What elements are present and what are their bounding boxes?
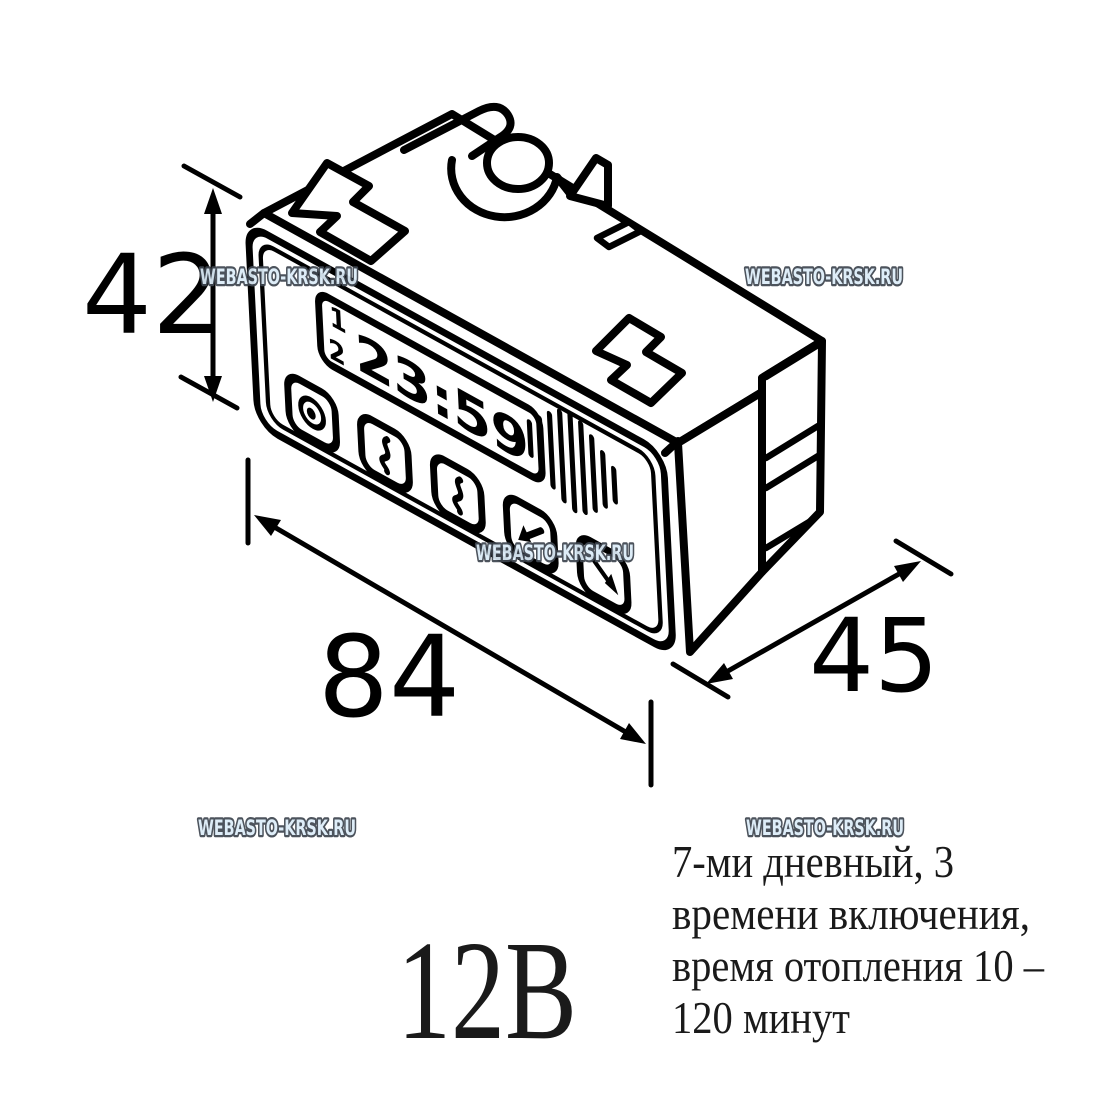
arrow-right-icon — [589, 555, 610, 583]
clamp-bracket — [400, 102, 515, 160]
description-line-4: 120 минут — [672, 992, 850, 1043]
clock-dot-icon — [306, 407, 316, 420]
side-face — [674, 388, 766, 656]
front-panel: 1 2 23:59 — [245, 227, 676, 651]
watermark-center: WEBASTO-KRSK.RU — [476, 541, 634, 565]
watermark-top-right: WEBASTO-KRSK.RU — [745, 265, 903, 289]
watermark-top-left: WEBASTO-KRSK.RU — [200, 265, 358, 289]
button-heat-2 — [429, 454, 486, 534]
speaker-grille — [526, 408, 618, 516]
front-panel-bezel — [258, 244, 663, 634]
arrow-right-head — [604, 573, 619, 596]
mounting-clip-right — [592, 314, 686, 407]
arrow-left-head — [518, 525, 532, 543]
button-heat-1 — [357, 414, 413, 493]
display-preset-2: 2 — [328, 331, 347, 373]
flame-icon — [452, 476, 464, 516]
description-line-2: времени включения, — [672, 888, 1030, 939]
clamp-arc — [447, 156, 576, 222]
flange-rim — [246, 209, 268, 228]
voltage-label: 12В — [397, 911, 577, 1069]
button-back — [502, 494, 559, 574]
connector-pins — [762, 341, 822, 552]
top-tab — [593, 218, 645, 251]
dim-depth-label: 45 — [809, 597, 939, 716]
dim-width-label: 84 — [318, 613, 461, 743]
cylinder-boss — [483, 133, 553, 193]
dim-height-label: 42 — [82, 231, 222, 359]
timer-body — [246, 102, 826, 656]
dimension-width: 84 — [245, 457, 654, 788]
flame-icon — [379, 436, 391, 476]
dimension-height: 42 — [82, 163, 243, 411]
dimension-depth: 45 — [670, 538, 954, 716]
button-forward — [575, 535, 632, 614]
watermark-bottom-right: WEBASTO-KRSK.RU — [746, 816, 904, 840]
arrow-left-icon — [525, 527, 545, 539]
watermark-bottom-left: WEBASTO-KRSK.RU — [198, 816, 356, 840]
display-preset-1: 1 — [329, 299, 348, 341]
description-line-1: 7-ми дневный, 3 — [672, 836, 954, 887]
clock-icon — [298, 395, 326, 431]
mounting-clip-left — [288, 159, 409, 265]
rear-plate — [566, 154, 612, 210]
button-clock — [284, 373, 340, 453]
description-line-3: время отопления 10 – — [672, 940, 1045, 991]
description-text: 7-ми дневный, 3 времени включения, время… — [672, 836, 1045, 1043]
watermarks: WEBASTO-KRSK.RU WEBASTO-KRSK.RU WEBASTO-… — [196, 263, 907, 843]
